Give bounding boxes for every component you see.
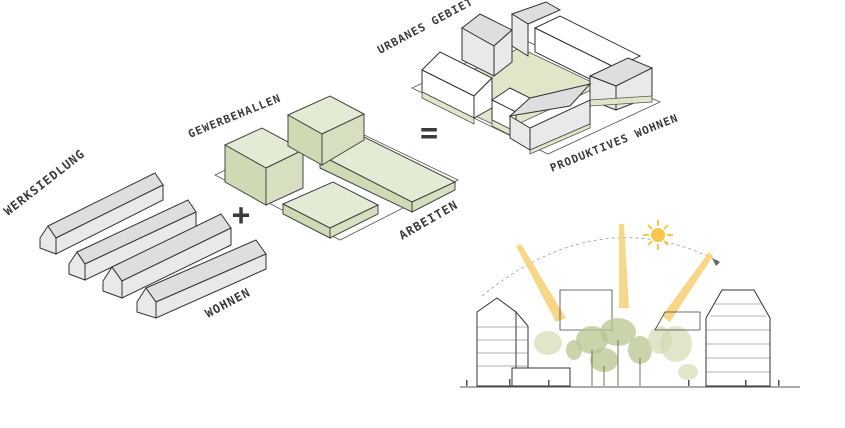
sun-icon — [643, 220, 673, 250]
section-people — [466, 379, 780, 386]
house-row-1 — [39, 172, 164, 255]
house-row-3 — [102, 213, 232, 299]
section-building-right — [705, 289, 771, 387]
werksiedlung-houses — [39, 172, 267, 319]
label-werksiedlung: WERKSIEDLUNG — [1, 147, 87, 219]
label-urbanes-gebiet: URBANES GEBIET — [375, 0, 475, 57]
gewerbehallen-blocks — [214, 95, 459, 241]
section-view — [460, 220, 800, 388]
section-trees — [534, 318, 698, 386]
sun-ray-left — [516, 244, 566, 322]
urbanes-gebiet-block — [411, 1, 661, 155]
sun-ray-middle — [619, 224, 629, 308]
house-row-4 — [136, 239, 267, 319]
section-building-left — [476, 297, 571, 387]
arrow-icon — [712, 258, 720, 266]
equals-operator: = — [420, 116, 439, 151]
sun-path-arc — [481, 237, 721, 297]
sun-ray-right — [662, 252, 713, 322]
plus-operator: + — [232, 198, 251, 233]
